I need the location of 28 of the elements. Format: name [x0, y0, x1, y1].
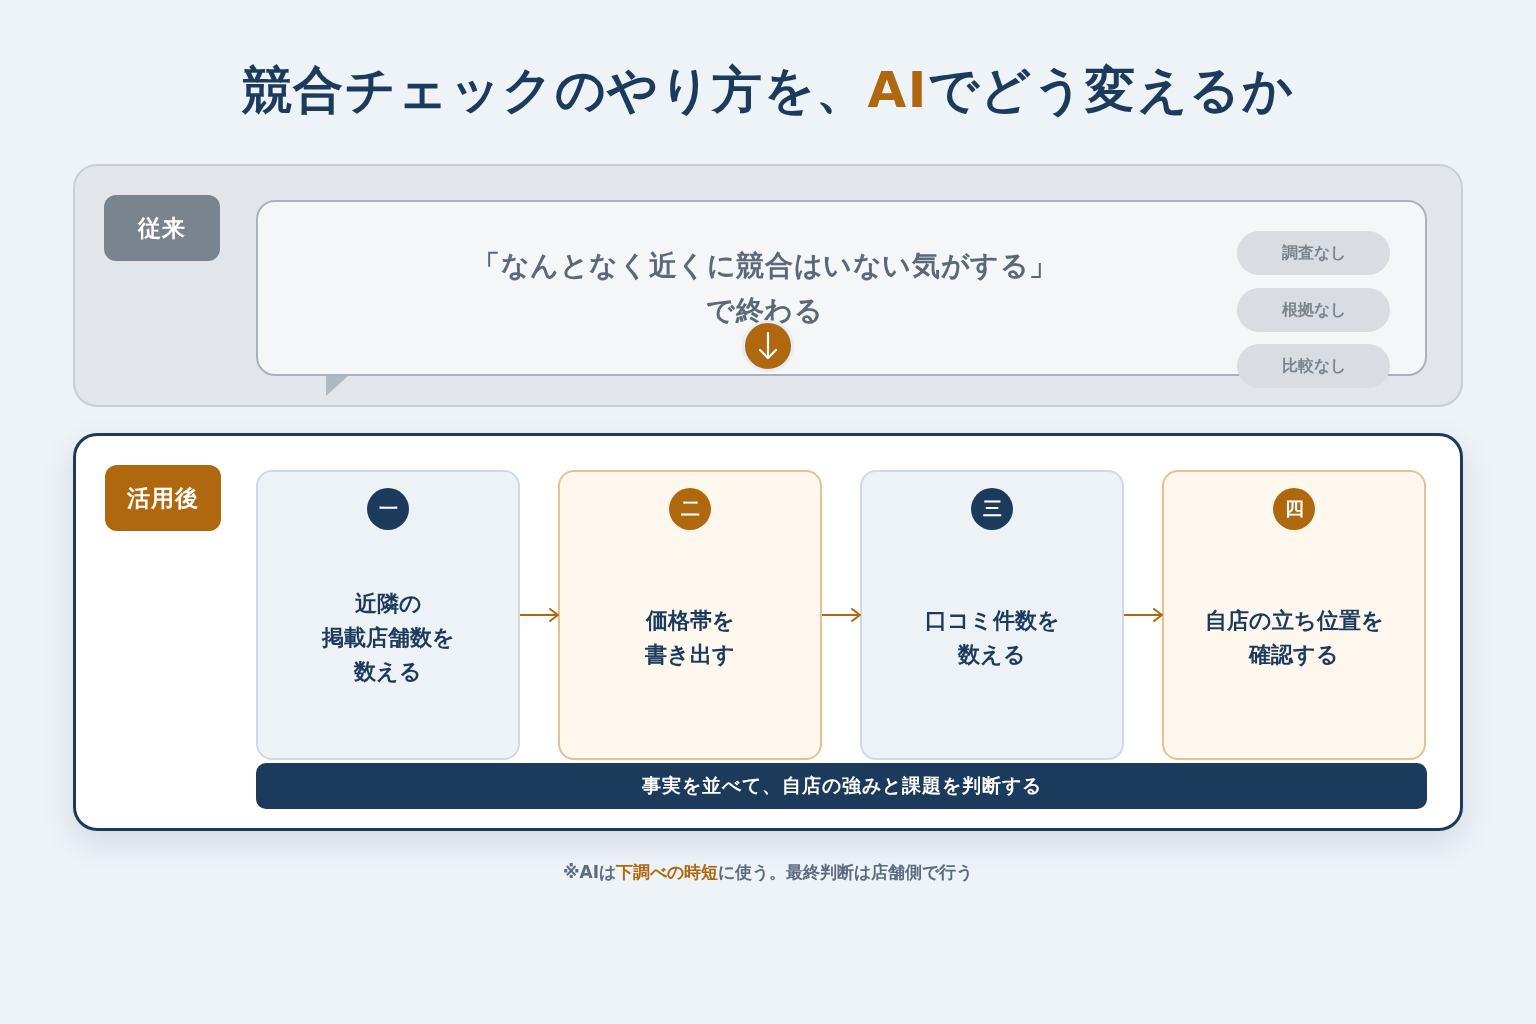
- step-card: [256, 470, 520, 760]
- arrow: [1123, 608, 1163, 622]
- step-text: 価格帯を書き出す: [645, 607, 735, 669]
- conclusion-banner: [256, 763, 1427, 809]
- step-text: 自店の立ち位置を確認する: [1204, 607, 1384, 669]
- section-panel: [73, 433, 1463, 831]
- title: 競合チェックのやり方を、AIでどう変えるか: [241, 60, 1295, 121]
- step-number: 二: [669, 488, 711, 530]
- step-text: 口コミ件数を数える: [924, 607, 1060, 669]
- caption-note: ※AIは下調べの時短に使う。最終判断は店舗側で行う: [563, 861, 973, 884]
- step-number: 一: [367, 488, 409, 530]
- note-chip: 根拠なし: [1237, 288, 1390, 332]
- speech-bubble: [256, 200, 1427, 396]
- arrow: [519, 608, 559, 622]
- step-number: 四: [1273, 488, 1315, 530]
- step-card: [558, 470, 822, 760]
- section-tag: 従来: [104, 195, 220, 261]
- note-chip: 調査なし: [1237, 231, 1390, 275]
- section-tag: 活用後: [105, 465, 221, 531]
- section-panel: [73, 164, 1463, 407]
- quote-text: 「なんとなく近くに競合はいない気がする」で終わる: [472, 248, 1058, 329]
- step-card: [1162, 470, 1426, 760]
- step-text: 近隣の掲載店舗数を数える: [321, 590, 455, 686]
- conclusion-text: 事実を並べて、自店の強みと課題を判断する: [641, 773, 1042, 798]
- step-card: [860, 470, 1124, 760]
- arrow: [821, 608, 861, 622]
- step-number: 三: [971, 488, 1013, 530]
- note-chip: 比較なし: [1237, 344, 1390, 388]
